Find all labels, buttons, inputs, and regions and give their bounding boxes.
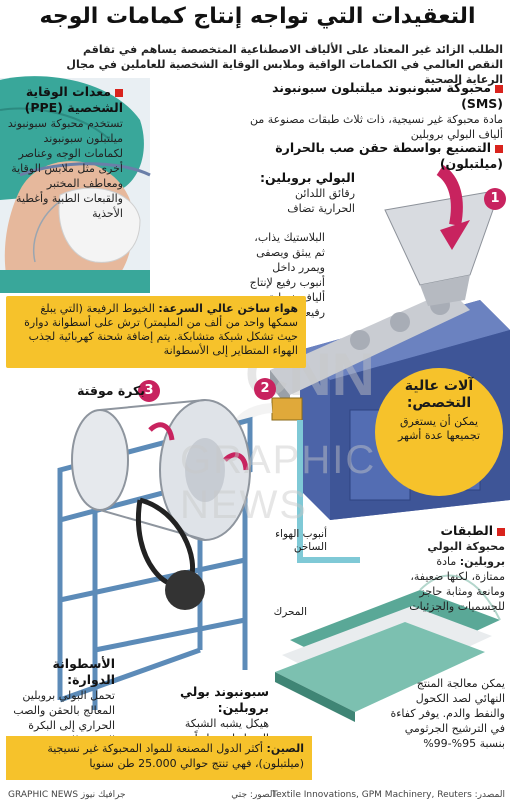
sms-body: مادة محبوكة غير نسيجية، ذات ثلاث طبقات م…: [249, 113, 503, 141]
china-callout: الصين: أكثر الدول المصنعة للمواد المحبوك…: [6, 736, 312, 780]
spunbond-heading: سبونبوند بولي بروبلين:: [179, 684, 269, 715]
polypropylene-body: رقائق اللدائن الحرارية تضاف: [287, 187, 355, 215]
ppe-body: تستخدم محبوكة سبونبوند ميلتبلون سبونبوند…: [7, 117, 123, 220]
treatment-body: يمكن معالجة المنتج النهائي لصد الكحول وا…: [390, 677, 506, 750]
china-body: أكثر الدول المصنعة للمواد المحبوكة غير ن…: [47, 742, 304, 770]
polypropylene-heading: البولي بروبلين:: [260, 170, 355, 185]
polypropylene-note: البولي بروبلين: رقائق اللدائن الحرارية ت…: [255, 170, 355, 216]
machines-callout: آلات عالية التخصص: يمكن أن يستغرق تجميعه…: [375, 368, 503, 496]
machines-body: يمكن أن يستغرق تجميعها عدة أشهر: [397, 415, 481, 442]
step-3-badge: 3: [138, 380, 160, 402]
layers-heading: الطبقات: [405, 523, 505, 539]
layers-body: محبوكة البولي بروبلين: مادة ممتازة، لكنه…: [409, 540, 505, 613]
hot-air-tube-label: أنبوب الهواء الساخن: [275, 528, 327, 553]
page-title: التعقيدات التي تواجه إنتاج كمامات الوجه: [39, 4, 476, 29]
drum-heading: الأسطوانة الدوارة:: [52, 656, 115, 687]
hot-air-pipe: [297, 420, 360, 563]
bullet-square-icon: [495, 84, 503, 93]
hot-air-callout: هواء ساخن عالي السرعة: الخيوط الرفيعة (ا…: [6, 296, 306, 368]
spool-label: بكرة موقتة: [77, 383, 145, 398]
step-2-badge: 2: [254, 378, 276, 400]
meltblown-heading: التصنيع بواسطة حقن صب بالحرارة (ميلتبلون…: [275, 140, 503, 171]
bullet-square-icon: [497, 527, 505, 536]
treatment-note: يمكن معالجة المنتج النهائي لصد الكحول وا…: [385, 676, 506, 751]
china-heading: الصين:: [266, 742, 304, 755]
intro-text: الطلب الزائد غير المعتاد على الألياف الا…: [66, 43, 503, 86]
hot-air-body: الخيوط الرفيعة (التي يبلغ سمكها واحد من …: [24, 302, 298, 357]
bullet-square-icon: [115, 88, 123, 97]
sms-section: محبوكة سبونبوند ميلتبلون سبونبوند (SMS) …: [243, 80, 503, 142]
layers-sub: محبوكة البولي بروبلين:: [427, 540, 505, 568]
motor-label: المحرك: [273, 606, 307, 618]
photo-credit: الصور: جتي: [231, 790, 275, 800]
ppe-section: معدات الوقاية الشخصية (PPE) تستخدم محبوك…: [7, 84, 123, 221]
hot-air-heading: هواء ساخن عالي السرعة:: [158, 302, 298, 315]
drum-note: الأسطوانة الدوارة: تحمل البولي بروبلين ا…: [5, 656, 115, 748]
graphic-news-watermark: GRAPHIC NEWS: [180, 438, 377, 527]
collector-frame: [57, 399, 253, 710]
healthcare-worker-photo: [0, 76, 151, 293]
ppe-heading: معدات الوقاية الشخصية (PPE): [24, 84, 123, 115]
source-credit: المصدر: Textile Innovations, GPM Machine…: [272, 790, 505, 800]
brand-footer: GRAPHIC NEWS جرافيك نيوز: [8, 790, 126, 800]
layers-section: الطبقات محبوكة البولي بروبلين: مادة ممتا…: [405, 523, 505, 614]
meltblown-section: التصنيع بواسطة حقن صب بالحرارة (ميلتبلون…: [243, 140, 503, 172]
machines-heading: آلات عالية التخصص:: [404, 378, 474, 411]
bullet-square-icon: [495, 144, 503, 153]
step-1-badge: 1: [484, 188, 506, 210]
fabric-layers: [275, 574, 501, 722]
sms-heading: محبوكة سبونبوند ميلتبلون سبونبوند (SMS): [272, 80, 503, 111]
